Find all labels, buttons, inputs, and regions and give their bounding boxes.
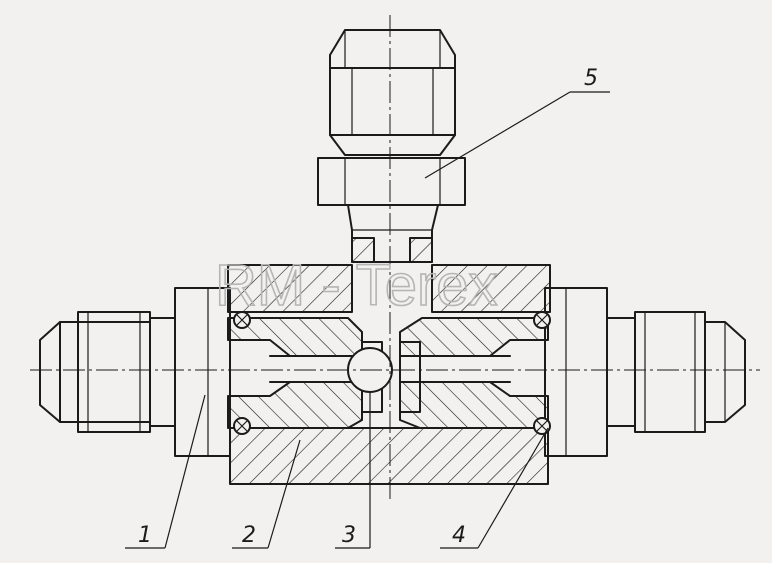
- callout-label-2: 2: [242, 523, 256, 548]
- callout-5: 5: [424, 66, 610, 179]
- right-fitting: [544, 287, 746, 457]
- o-ring: [233, 311, 251, 329]
- o-ring: [533, 311, 551, 329]
- callout-1: 1: [125, 394, 206, 549]
- callout-label-4: 4: [452, 523, 466, 548]
- branch-fitting: [317, 29, 466, 263]
- callout-3: 3: [335, 392, 371, 549]
- callout-2: 2: [232, 439, 301, 549]
- o-rings: [233, 311, 551, 435]
- callout-label-5: 5: [584, 66, 598, 91]
- watermark: RM - Terex: [215, 253, 498, 318]
- callout-4: 4: [440, 427, 549, 549]
- left-fitting: [39, 287, 231, 457]
- callout-label-3: 3: [342, 523, 356, 548]
- callout-label-1: 1: [138, 523, 152, 548]
- o-ring: [533, 417, 551, 435]
- o-ring: [233, 417, 251, 435]
